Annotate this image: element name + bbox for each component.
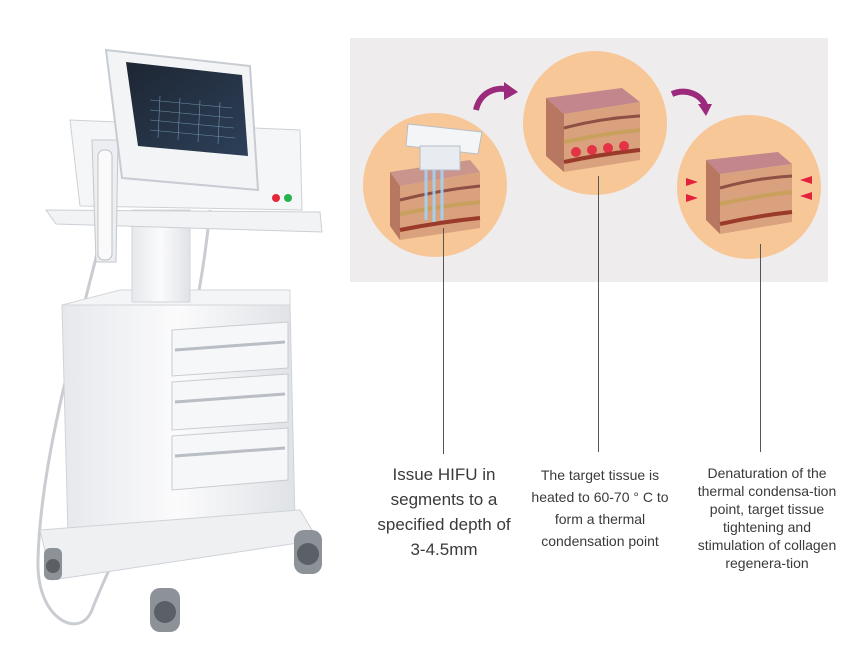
curved-arrow-icon (473, 82, 518, 111)
step-3-illustration (677, 115, 821, 259)
heat-point-icon (571, 141, 629, 157)
step-2-caption: The target tissue is heated to 60-70 ° C… (531, 467, 669, 549)
step-1-caption: Issue HIFU in segments to a specified de… (377, 465, 511, 559)
step-3-caption: Denaturation of the thermal condensa-tio… (697, 465, 837, 571)
hifu-machine-illustration (36, 48, 323, 632)
callout-line (760, 244, 761, 452)
curved-arrow-icon (670, 88, 712, 116)
skin-layer-block-icon (706, 152, 793, 234)
tightening-arrow-icon (686, 176, 812, 202)
skin-layer-block-icon (390, 160, 481, 240)
step-1-illustration (363, 113, 507, 257)
step-2-illustration (523, 51, 667, 195)
ultrasound-beam-icon (424, 170, 444, 222)
skin-layer-block-icon (546, 88, 641, 172)
handpiece-icon (405, 123, 483, 171)
callout-line (598, 176, 599, 452)
callout-line (443, 228, 444, 454)
